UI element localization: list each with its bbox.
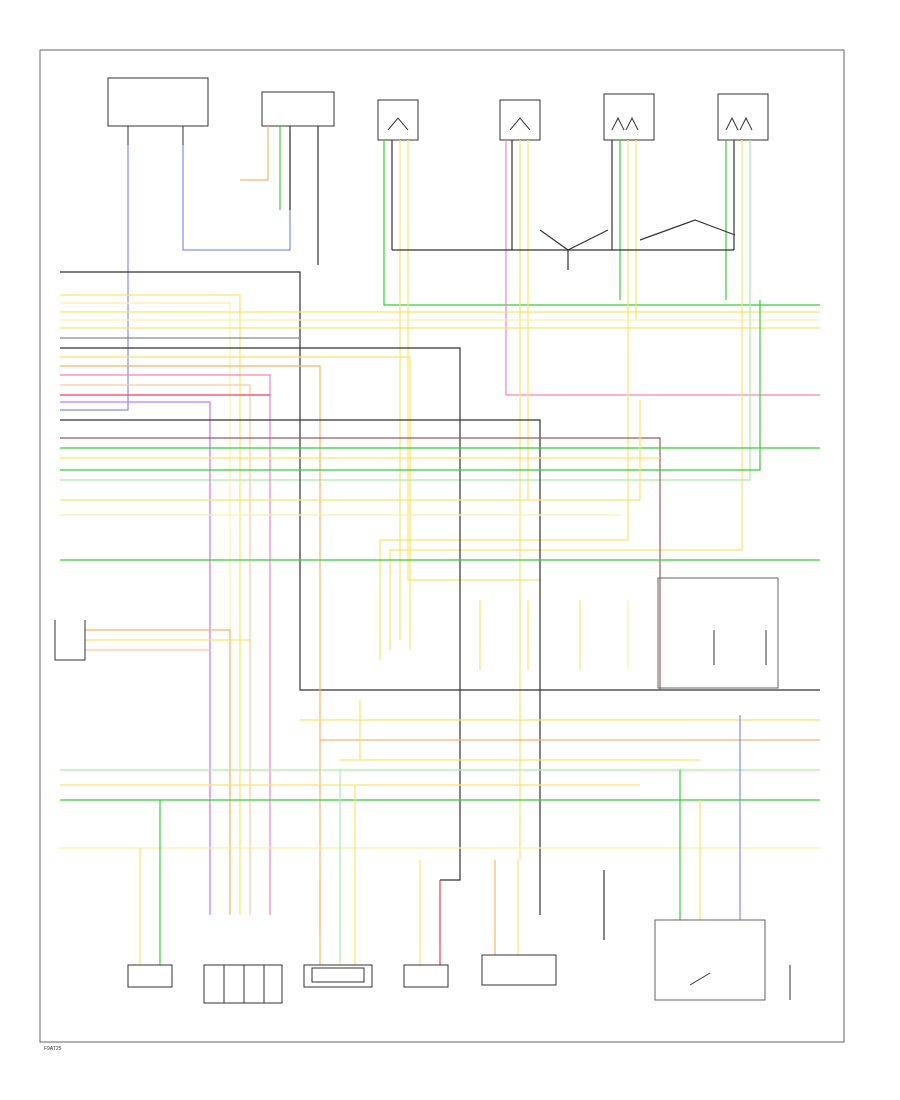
connector-2	[203, 964, 283, 1004]
wires-top	[60, 126, 820, 860]
top-left-module	[107, 77, 209, 145]
harness-bus	[60, 271, 820, 930]
injector-4	[717, 93, 769, 141]
connector-1	[127, 964, 173, 988]
top-center-module	[261, 91, 335, 127]
bottom-wires	[139, 770, 605, 965]
relay-center-right	[657, 577, 779, 689]
injector-1	[377, 99, 419, 141]
page-id: F9AT25	[44, 1046, 62, 1052]
injector-3	[603, 93, 655, 141]
injector-2	[499, 99, 541, 141]
diagram-frame	[39, 49, 845, 1043]
left-bracket	[54, 620, 86, 661]
mid-sensors	[359, 600, 741, 920]
connector-6	[654, 919, 791, 1001]
connector-5	[481, 954, 557, 986]
connector-3	[303, 964, 373, 988]
connector-4	[403, 964, 449, 988]
